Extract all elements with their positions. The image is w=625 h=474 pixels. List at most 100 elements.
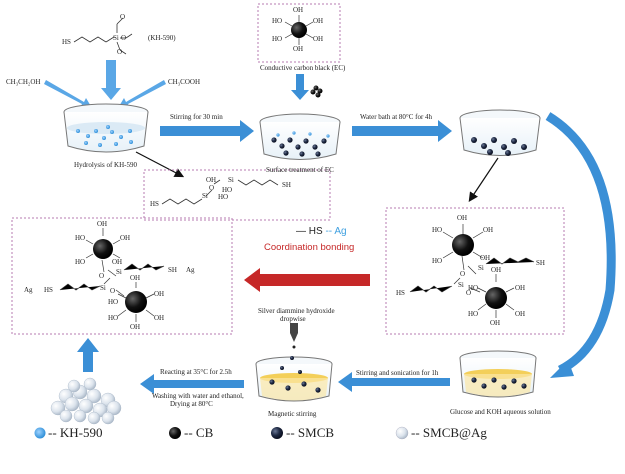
- legend-smcb-ag-icon: [395, 426, 409, 440]
- graft-oh-top: OH: [457, 214, 468, 222]
- step-stir-sonic: Stirring and sonication for 1h: [356, 369, 439, 377]
- coord-hs-text: — HS: [296, 226, 326, 237]
- final-oh-b-bottom: OH: [130, 323, 141, 331]
- ec-oh-br: OH: [313, 35, 324, 43]
- ec-oh-bottom: OH: [293, 45, 304, 53]
- graft-ho-bl: HO: [432, 257, 443, 265]
- step-wash-2: Drying at 80°C: [170, 400, 213, 408]
- graft-ho-b-bl: HO: [468, 310, 479, 318]
- hyd-si1: Si: [202, 192, 208, 200]
- final-o1: O: [99, 272, 105, 280]
- legend-smcb: -- SMCB: [286, 423, 334, 443]
- legend-cb: -- CB: [184, 423, 213, 443]
- dropper-icon: [290, 323, 298, 349]
- coordination-legend: — HS -- Ag Coordination bonding: [260, 226, 370, 266]
- final-o2: O: [110, 287, 116, 295]
- arrow-stir-sonic: [338, 372, 450, 392]
- ec-oh-bl: HO: [272, 35, 283, 43]
- graft-oh-tr: OH: [483, 226, 494, 234]
- hyd-ho: HO: [218, 193, 229, 201]
- final-oh-b-br: OH: [154, 314, 165, 322]
- acetic-acid-label: CH₃COOH: [168, 78, 200, 86]
- hyd-hs: HS: [150, 200, 159, 208]
- legend-kh590-label: -- KH-590: [48, 425, 103, 440]
- final-si1: Si: [116, 268, 122, 276]
- graft-si1: Si: [478, 264, 484, 272]
- hyd-o: O: [209, 184, 215, 192]
- final-si2: Si: [100, 284, 106, 292]
- hyd-oh2: HO: [222, 186, 233, 194]
- final-ho-b-bl: HO: [108, 314, 119, 322]
- final-structure: [59, 228, 165, 322]
- beaker-surface: [259, 113, 341, 160]
- arrow-up-to-final: [77, 338, 99, 372]
- arrow-stir30: [160, 120, 254, 142]
- final-oh-b-r: OH: [154, 290, 165, 298]
- coordination-label: Coordination bonding: [264, 242, 355, 253]
- kh590-label: (KH-590): [148, 34, 176, 42]
- graft-oh-b-br: OH: [515, 310, 526, 318]
- ec-label: Conductive carbon black (EC): [260, 64, 346, 72]
- graft-o2: O: [466, 289, 472, 297]
- beaker-hydrolysis: [63, 103, 149, 153]
- final-oh-top: OH: [97, 220, 108, 228]
- hydrolyzed-structure: [161, 179, 279, 205]
- hydrolyzed-box: [143, 169, 331, 221]
- kh590-o3: O: [117, 48, 123, 56]
- legend-smcb-label: -- SMCB: [286, 425, 335, 440]
- legend-cb-label: -- CB: [184, 425, 214, 440]
- final-ho-tl: HO: [75, 234, 86, 242]
- beaker-glucose: [459, 350, 537, 398]
- final-ag-left: Ag: [24, 286, 33, 294]
- final-ag-right: Ag: [186, 266, 195, 274]
- hyd-si2: Si: [228, 176, 234, 184]
- legend-cb-icon: [169, 427, 181, 439]
- final-oh-br: OH: [112, 258, 123, 266]
- arrow-waterbath: [352, 120, 452, 142]
- final-ho-b-l: HO: [108, 298, 119, 306]
- hyd-sh: SH: [282, 181, 291, 189]
- legend-smcb-ag-label: -- SMCB@Ag: [411, 425, 487, 440]
- step-silver-2: dropwise: [280, 315, 306, 323]
- arrow-react35: [140, 374, 244, 394]
- step-waterbath: Water bath at 80°C for 4h: [360, 113, 433, 121]
- arrow-curve-right: [545, 112, 616, 375]
- kh590-o2: O: [121, 34, 127, 42]
- coord-ag-text: -- Ag: [325, 226, 347, 237]
- legend-smcb-icon: [271, 427, 283, 439]
- step-wash-1: Washing with water and ethanol,: [152, 392, 244, 400]
- step-react35: Reacting at 35°C for 2.5h: [160, 368, 232, 376]
- ec-oh-tl: HO: [272, 17, 283, 25]
- graft-oh-b-top: OH: [491, 266, 502, 274]
- ec-structure: [257, 3, 341, 63]
- graft-ho-b-l: HO: [468, 284, 479, 292]
- beaker-magnetic: [255, 356, 333, 402]
- smcb-ag-pile: [50, 377, 122, 425]
- ec-oh-tr: OH: [313, 17, 324, 25]
- kh590-si: Si: [113, 34, 119, 42]
- graft-oh-br: OH: [480, 254, 491, 262]
- ec-oh-top: OH: [293, 6, 304, 14]
- graft-sh: SH: [536, 259, 545, 267]
- final-box: [11, 217, 233, 335]
- graft-oh-b-r: OH: [515, 284, 526, 292]
- beaker-waterbath: [459, 109, 541, 156]
- kh590-o1: O: [120, 13, 126, 21]
- legend-kh590: -- KH-590: [48, 423, 103, 443]
- ethanol-label: CH₃CH₂OH: [6, 78, 41, 86]
- graft-ho-tl: HO: [432, 226, 443, 234]
- step-stir30: Stirring for 30 min: [170, 113, 223, 121]
- step-hydrolysis: Hydrolysis of KH-590: [74, 161, 137, 169]
- legend-smcb-ag: -- SMCB@Ag: [411, 423, 487, 443]
- graft-si2: Si: [458, 281, 464, 289]
- kh590-hs: HS: [62, 38, 71, 46]
- step-magnetic: Magnetic stirring: [268, 410, 317, 418]
- legend-kh590-icon: [34, 427, 46, 439]
- step-silver-1: Silver diammine hydroxide: [258, 307, 335, 315]
- arrow-coordination: [244, 268, 370, 292]
- reagent-arrows: [44, 60, 166, 108]
- final-oh-tr: OH: [120, 234, 131, 242]
- graft-oh-b-bottom: OH: [490, 319, 501, 327]
